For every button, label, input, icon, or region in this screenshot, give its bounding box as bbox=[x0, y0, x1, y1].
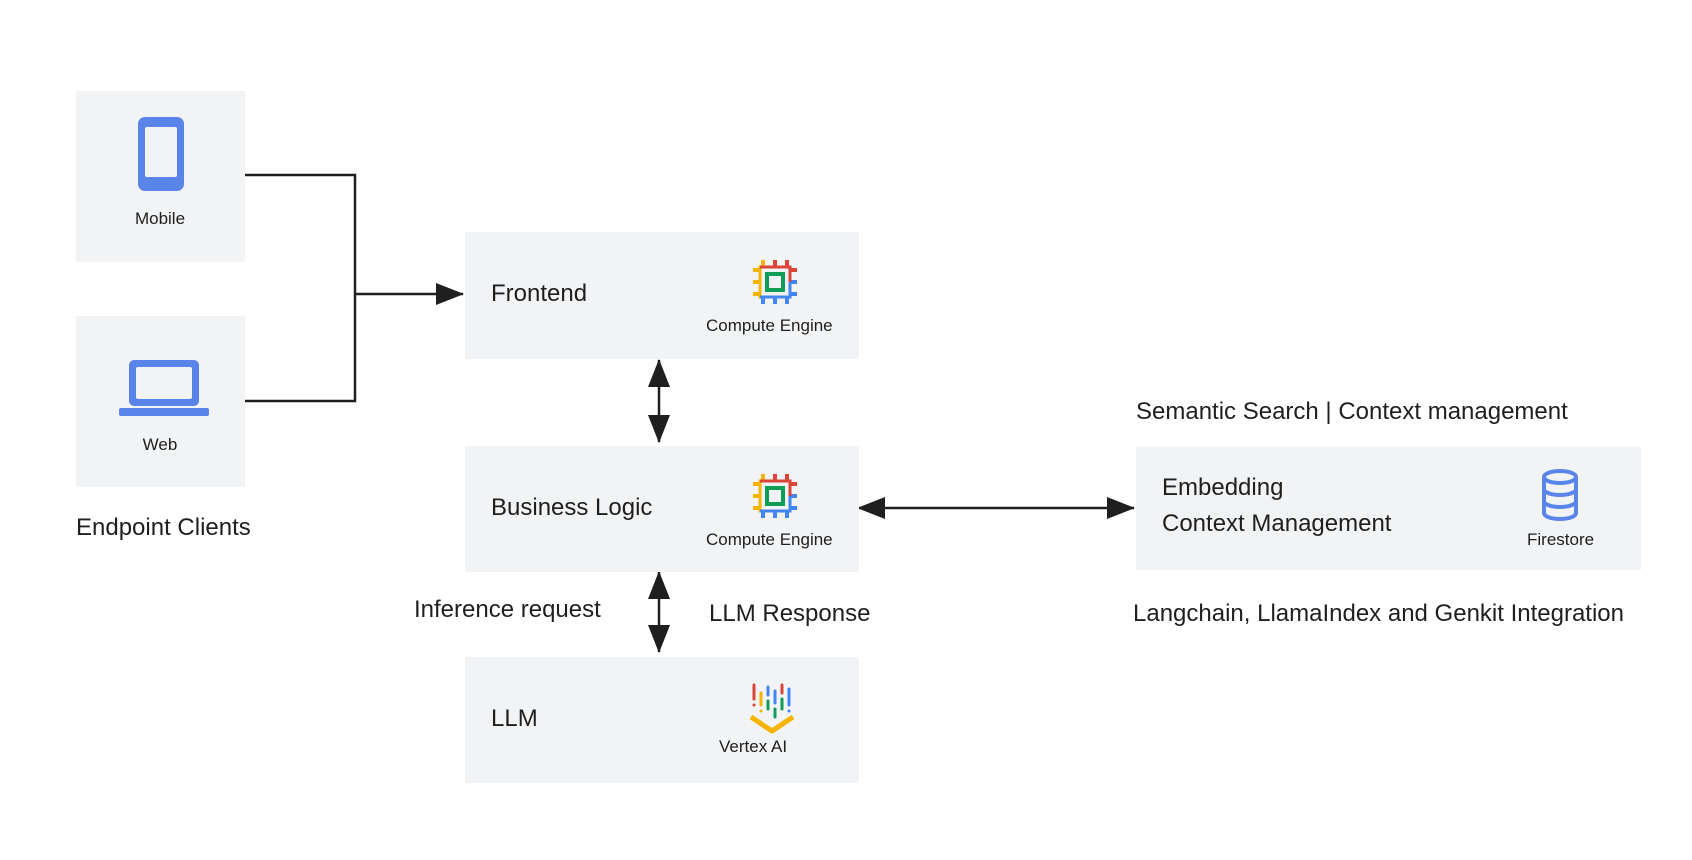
compute-engine-icon bbox=[753, 474, 797, 518]
llm-node: LLM Vertex AI bbox=[465, 657, 859, 783]
laptop-icon bbox=[119, 360, 209, 416]
vertex-ai-icon bbox=[749, 683, 795, 734]
mobile-client-card: Mobile bbox=[76, 91, 245, 262]
store-title-line1: Embedding bbox=[1162, 474, 1284, 501]
business-logic-title: Business Logic bbox=[491, 494, 653, 521]
frontend-title: Frontend bbox=[491, 280, 588, 307]
inference-request-label: Inference request bbox=[414, 596, 601, 623]
store-title-line2: Context Management bbox=[1162, 510, 1392, 537]
business-logic-node: Business Logic Compute Engine bbox=[465, 446, 859, 572]
mobile-phone-icon bbox=[138, 117, 184, 191]
compute-engine-icon bbox=[753, 260, 797, 304]
web-label: Web bbox=[142, 435, 178, 454]
llm-title: LLM bbox=[491, 705, 538, 732]
store-service-label: Firestore bbox=[1527, 530, 1595, 549]
frontend-node: Frontend Compute Engine bbox=[465, 232, 859, 359]
web-client-card: Web bbox=[76, 316, 245, 487]
mobile-label: Mobile bbox=[134, 209, 186, 228]
firestore-database-icon bbox=[1542, 469, 1578, 521]
frontend-service-label: Compute Engine bbox=[706, 316, 833, 335]
business-service-label: Compute Engine bbox=[706, 530, 833, 549]
mobile-connector bbox=[245, 173, 357, 294]
llm-response-label: LLM Response bbox=[709, 600, 871, 627]
embedding-store-node: Embedding Context Management Firestore bbox=[1136, 447, 1641, 570]
web-connector bbox=[245, 294, 357, 403]
store-caption-top: Semantic Search | Context management bbox=[1136, 398, 1568, 425]
llm-service-label: Vertex AI bbox=[719, 737, 788, 756]
endpoint-clients-caption: Endpoint Clients bbox=[76, 514, 251, 541]
store-caption-bottom: Langchain, LlamaIndex and Genkit Integra… bbox=[1133, 600, 1625, 627]
